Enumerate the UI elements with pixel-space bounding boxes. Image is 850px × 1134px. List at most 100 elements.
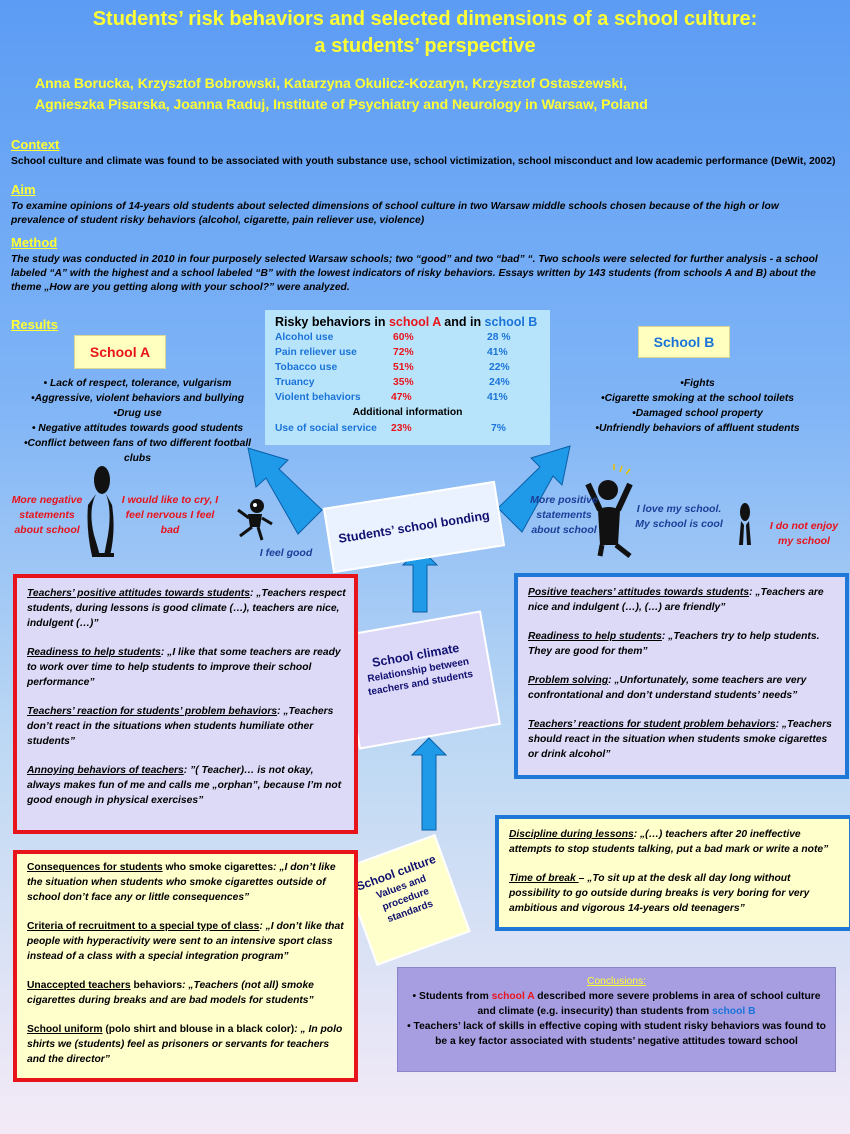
list-item: Positive teachers’ attitudes towards stu… — [528, 585, 839, 615]
item-heading-suffix: who smoke cigarettes — [162, 862, 274, 873]
risk-behaviors-table: Risky behaviors in school A and in schoo… — [265, 310, 550, 445]
poster-title: Students’ risk behaviors and selected di… — [0, 6, 850, 60]
item-heading: Teachers’ positive attitudes towards stu… — [27, 588, 250, 599]
school-a-problems: • Lack of respect, tolerance, vulgarism … — [10, 376, 265, 466]
risk-value-b: 28 % — [487, 332, 511, 343]
context-heading: Context — [11, 137, 60, 152]
c1-school-b: school B — [712, 1006, 756, 1017]
risk-value-a: 72% — [393, 347, 414, 358]
context-text: School culture and climate was found to … — [11, 156, 836, 167]
list-item: •Fights — [680, 378, 715, 389]
item-heading: Consequences for students — [27, 862, 163, 873]
list-item: Teachers’ reactions for student problem … — [528, 717, 839, 762]
item-quote: : „I don’t like the situation when stude… — [27, 862, 336, 903]
risk-label: Use of social service — [275, 423, 377, 434]
risk-label: Violent behaviors — [275, 392, 361, 403]
item-heading: Problem solving — [528, 675, 609, 686]
risk-title-mid: and in — [440, 315, 485, 329]
risk-title-pre: Risky behaviors in — [275, 315, 389, 329]
quote-do-not-enjoy: I do not enjoy my school — [769, 520, 839, 547]
conclusions-heading: Conclusions: — [587, 976, 646, 987]
authors: Anna Borucka, Krzysztof Bobrowski, Katar… — [35, 73, 648, 115]
item-quote: : „Teachers should react in the situatio… — [528, 719, 832, 760]
item-heading: Time of break — [509, 873, 579, 884]
item-quote: : ”( Teacher)… is not okay, always makes… — [27, 765, 342, 806]
risk-title-school-b: school B — [484, 315, 538, 329]
item-heading: School uniform — [27, 1024, 103, 1035]
authors-line-2: Agnieszka Pisarska, Joanna Raduj, Instit… — [35, 96, 648, 112]
list-item: Problem solving: „Unfortunately, some te… — [528, 673, 839, 703]
list-item: Annoying behaviors of teachers: ”( Teach… — [27, 763, 346, 808]
conclusions-box: Conclusions: • Students from school A de… — [397, 967, 836, 1072]
authors-line-1: Anna Borucka, Krzysztof Bobrowski, Katar… — [35, 75, 628, 91]
item-heading: Readiness to help students — [528, 631, 662, 642]
c1-pre: • Students from — [412, 991, 492, 1002]
conclusion-2: • Teachers’ lack of skills in effective … — [407, 1021, 826, 1047]
method-heading: Method — [11, 235, 58, 250]
quote-i-feel-good: I feel good — [259, 547, 313, 559]
risk-value-a: 51% — [393, 362, 414, 373]
risk-row: Pain reliever use 72% 41% — [275, 347, 535, 362]
risk-value-b: 41% — [487, 347, 508, 358]
item-heading: Teachers’ reaction for students’ problem… — [27, 706, 278, 717]
item-quote: : „Teachers (not all) smoke cigarettes d… — [27, 980, 314, 1006]
happy-figure-icon — [237, 499, 273, 541]
sad-figure-icon — [87, 466, 114, 557]
item-heading: Criteria of recruitment to a special typ… — [27, 921, 260, 932]
risk-value-b: 22% — [489, 362, 510, 373]
sad-figure-b-icon — [739, 503, 751, 545]
risk-row: Tobacco use 51% 22% — [275, 362, 535, 377]
list-item: Time of break – „To sit up at the desk a… — [509, 871, 843, 916]
cheering-figure-icon — [585, 464, 633, 558]
risk-value-a: 47% — [391, 392, 412, 403]
list-item: Discipline during lessons: „(…) teachers… — [509, 827, 843, 857]
item-quote: : „I don’t like that people with hyperac… — [27, 921, 344, 962]
method-text: The study was conducted in 2010 in four … — [11, 254, 818, 293]
title-line-2: a students’ perspective — [314, 35, 536, 57]
item-quote: : „Teachers are nice and indulgent (…), … — [528, 587, 824, 613]
item-quote: : „Teachers respect students, during les… — [27, 588, 346, 629]
risk-label: Pain reliever use — [275, 347, 357, 358]
school-b-climate-box: Positive teachers’ attitudes towards stu… — [514, 573, 849, 779]
risk-value-a: 35% — [393, 377, 414, 388]
quote-love-my-school: I love my school. My school is cool — [635, 503, 723, 530]
risk-label: Truancy — [275, 377, 315, 388]
quote-would-like-to-cry: I would like to cry, I feel nervous I fe… — [121, 494, 219, 536]
quote-more-negative: More negative statements about school — [11, 494, 83, 536]
item-quote: : „Teachers try to help students. They a… — [528, 631, 820, 657]
item-heading: Annoying behaviors of teachers — [27, 765, 184, 776]
school-a-culture-box: Consequences for students who smoke ciga… — [13, 850, 358, 1082]
risk-row: Violent behaviors 47% 41% — [275, 392, 535, 407]
school-climate-box: School climate Relationship between teac… — [339, 610, 501, 750]
list-item: •Aggressive, violent behaviors and bully… — [30, 393, 245, 404]
arrow-culture-to-climate-icon — [410, 737, 448, 831]
item-quote: : „Teachers don’t react in the situation… — [27, 706, 334, 747]
c1-mid: described more severe problems in area o… — [477, 991, 821, 1017]
item-quote: – „To sit up at the desk all day long wi… — [509, 873, 810, 914]
school-a-climate-box: Teachers’ positive attitudes towards stu… — [13, 574, 358, 834]
item-heading: Readiness to help students — [27, 647, 161, 658]
item-quote: : „(…) teachers after 20 ineffective att… — [509, 829, 829, 855]
risk-value-a: 23% — [391, 423, 412, 434]
list-item: •Damaged school property — [632, 408, 763, 419]
list-item: •Conflict between fans of two different … — [23, 438, 252, 464]
risk-value-a: 60% — [393, 332, 414, 343]
risk-value-b: 41% — [487, 392, 508, 403]
risk-value-b: 24% — [489, 377, 510, 388]
aim-text: To examine opinions of 14-years old stud… — [11, 201, 779, 226]
item-quote: : „I like that some teachers are ready t… — [27, 647, 341, 688]
risk-label: Tobacco use — [275, 362, 338, 373]
list-item: Readiness to help students: „I like that… — [27, 645, 346, 690]
item-heading: Positive teachers’ attitudes towards stu… — [528, 587, 750, 598]
school-a-label: School A — [74, 335, 166, 369]
list-item: Unaccepted teachers behaviors: „Teachers… — [27, 978, 346, 1008]
aim-heading: Aim — [11, 182, 36, 197]
item-heading-suffix: (polo shirt and blouse in a black color) — [102, 1024, 295, 1035]
item-heading: Discipline during lessons — [509, 829, 634, 840]
item-heading: Teachers’ reactions for student problem … — [528, 719, 776, 730]
conclusion-1: • Students from school A described more … — [398, 989, 835, 1019]
title-line-1: Students’ risk behaviors and selected di… — [92, 8, 758, 30]
risk-table-title: Risky behaviors in school A and in schoo… — [275, 315, 537, 329]
